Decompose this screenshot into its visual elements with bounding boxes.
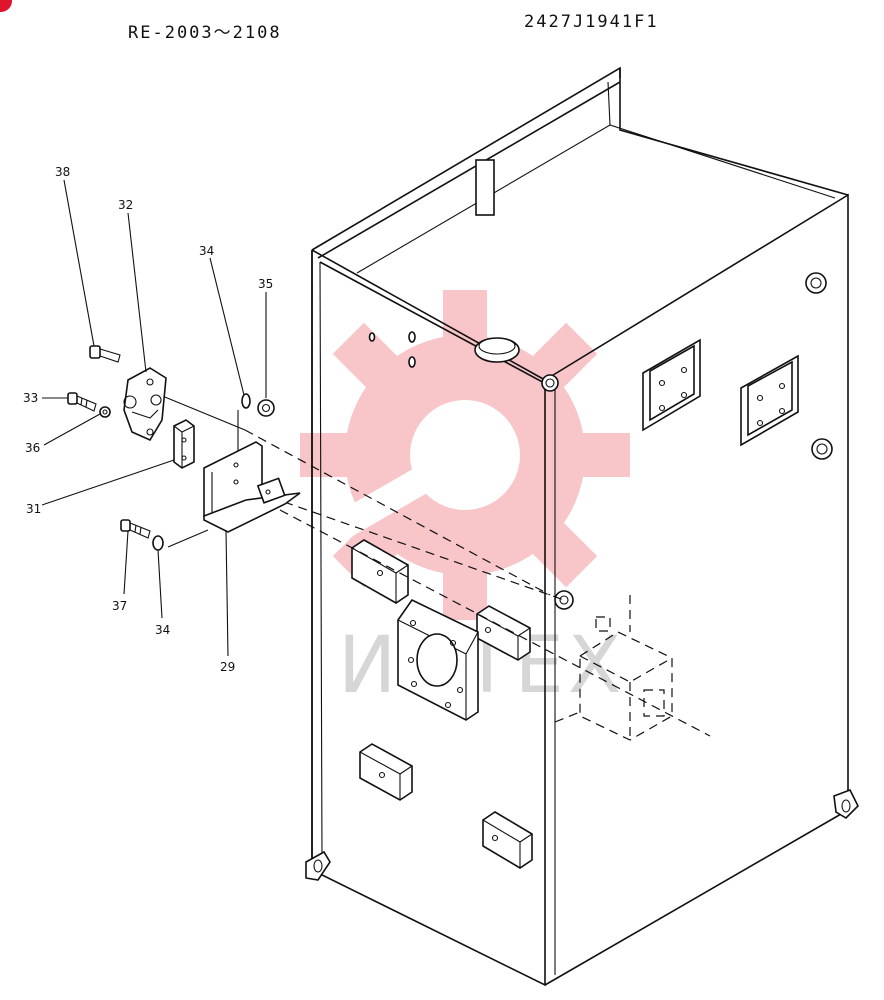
callout-29: 29: [220, 660, 235, 674]
callout-32: 32: [118, 198, 133, 212]
screw-part-38: [89, 345, 121, 363]
bracket-part-29: [203, 441, 301, 533]
screw-part-33: [67, 392, 97, 412]
callout-38: 38: [55, 165, 70, 179]
phantom-component: [554, 595, 673, 741]
mounting-foot-right: [833, 788, 859, 820]
mounting-foot-left: [305, 850, 331, 881]
callout-36: 36: [25, 441, 40, 455]
callout-37: 37: [112, 599, 127, 613]
callout-35: 35: [258, 277, 273, 291]
washer-part-36: [99, 406, 111, 418]
serial-range-label: RE-2003～2108: [128, 23, 282, 43]
washer-part-34-lower: [152, 535, 164, 551]
washer-part-34-upper: [241, 393, 251, 409]
watermark-gear-icon: [300, 290, 630, 620]
control-box-housing: [305, 66, 859, 987]
callout-33: 33: [23, 391, 38, 405]
leader-lines: [41, 179, 267, 657]
part-number-label: 2427J1941F1: [524, 12, 659, 32]
switch-part-32: [123, 367, 167, 442]
nut-part-35: [257, 399, 275, 417]
spacer-part-31: [173, 419, 195, 469]
callout-34-lower: 34: [155, 623, 170, 637]
screw-part-37: [120, 519, 151, 539]
callout-34-upper: 34: [199, 244, 214, 258]
callout-31: 31: [26, 502, 41, 516]
